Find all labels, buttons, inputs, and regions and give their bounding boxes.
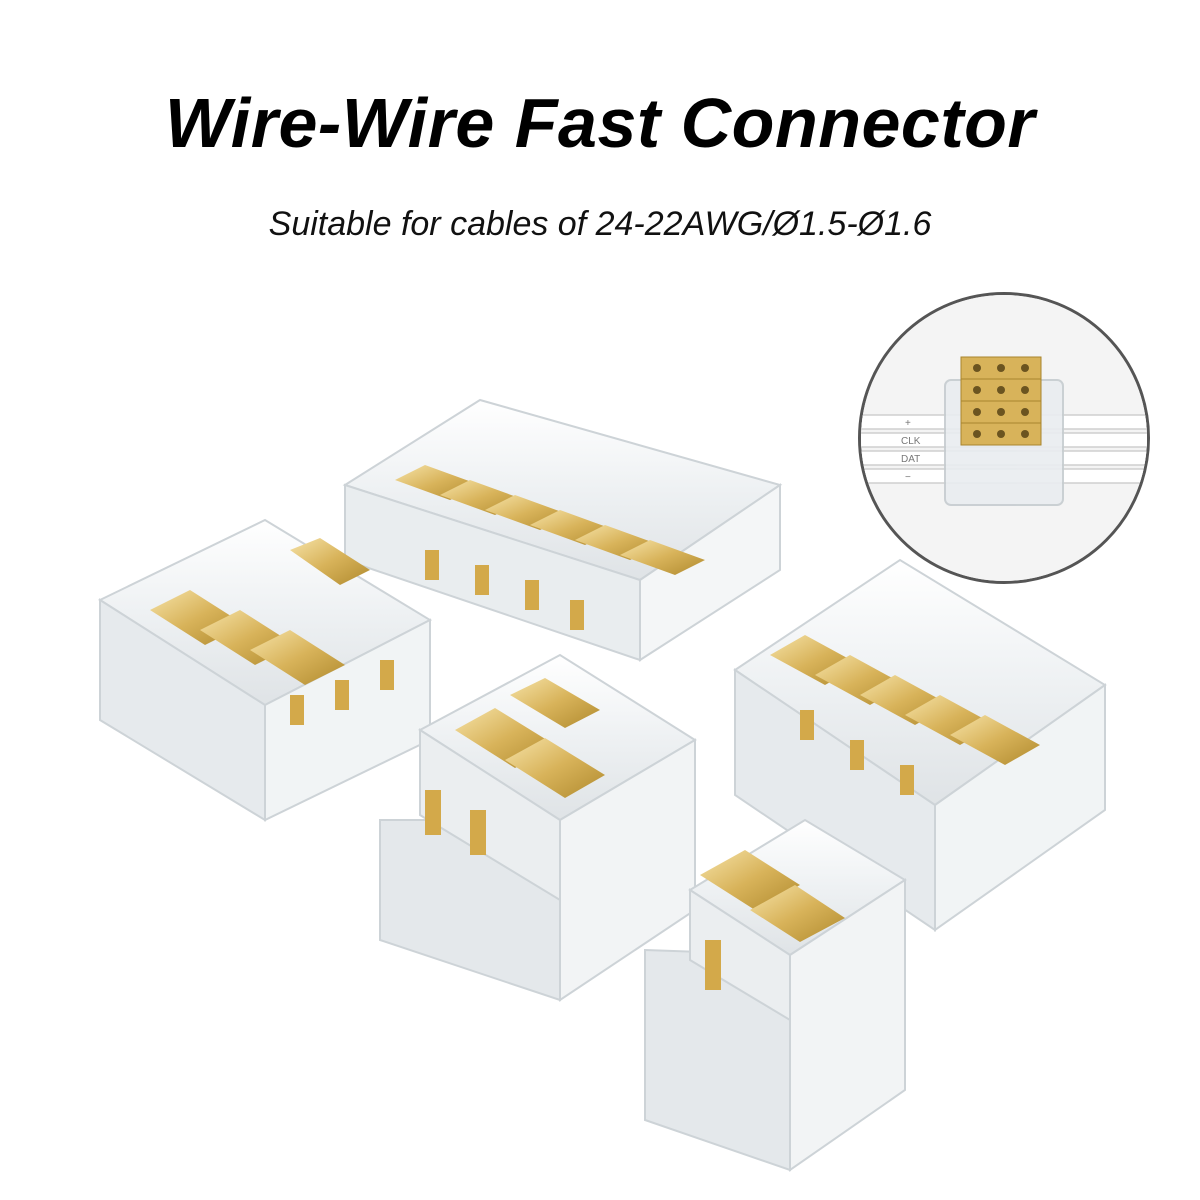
page-subtitle: Suitable for cables of 24-22AWG/Ø1.5-Ø1.… xyxy=(268,205,932,243)
connector-3pin-middle xyxy=(379,653,697,1002)
connector-5pin-right xyxy=(733,558,1107,932)
connector-6pin xyxy=(342,398,783,662)
wire-label-clk: CLK xyxy=(901,436,921,447)
connector-4pin-left xyxy=(97,518,433,822)
page-title: Wire-Wire Fast Connector xyxy=(164,84,1036,162)
usage-inset: + CLK DAT − xyxy=(858,292,1150,584)
wire-label-plus: + xyxy=(905,418,911,429)
connectors-illustration xyxy=(97,398,1107,1172)
connector-2pin-front xyxy=(644,818,907,1172)
wire-connection-illustration: + CLK DAT − xyxy=(861,295,1147,581)
wire-label-dat: DAT xyxy=(901,454,920,465)
wire-label-minus: − xyxy=(905,472,911,483)
